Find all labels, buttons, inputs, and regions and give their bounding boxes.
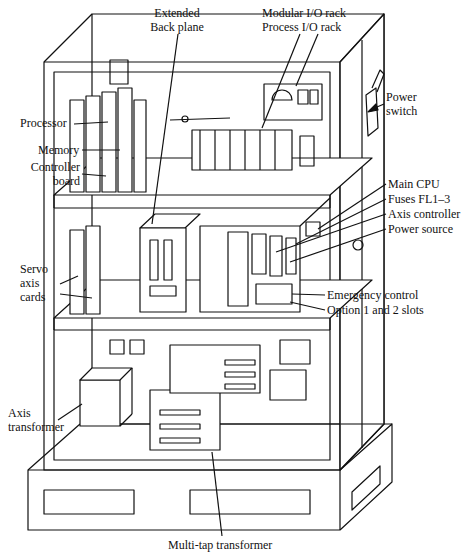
callout-label: Emergency control	[327, 288, 418, 302]
callout-label: Option 1 and 2 slots	[327, 303, 424, 317]
callout-label: Processor	[20, 116, 67, 130]
callout-label: Memory	[38, 143, 79, 157]
callout-label: Power switch	[386, 90, 428, 118]
callout-label: Multi-tap transformer	[168, 538, 272, 552]
callout-label: Fuses FL1–3	[388, 192, 450, 206]
callout-label: Power source	[388, 222, 453, 236]
callout-label: Modular I/O rack	[262, 6, 346, 20]
callout-label: Extended Back plane	[146, 6, 208, 34]
callout-label: Controller board	[22, 160, 80, 188]
callout-label: Axis transformer	[8, 406, 74, 434]
callout-label: Axis controller	[388, 207, 460, 221]
callout-label: Main CPU	[388, 177, 440, 191]
callout-label: Process I/O rack	[262, 20, 341, 34]
callout-label: Servo axis cards	[20, 262, 58, 304]
